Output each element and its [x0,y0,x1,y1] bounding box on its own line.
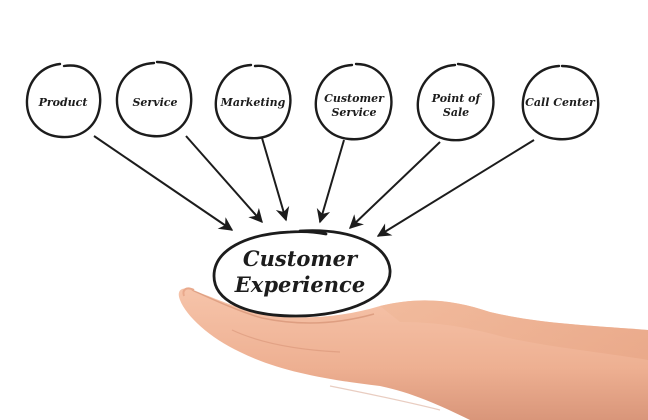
circle-label: Point of [431,92,483,105]
circle-label: Marketing [220,96,286,109]
center-ellipse: Customer Experience [212,229,392,318]
circle-label: Sale [443,106,469,119]
arrow-point-of-sale [348,141,441,229]
arrow-product [93,135,234,231]
arrow-customer-service [316,139,345,224]
center-label: Experience [234,272,365,297]
circle-customer-service: Customer Service [314,62,393,141]
arrow-service [185,135,263,224]
center-label: Customer [243,246,359,271]
circle-label: Customer [324,92,385,105]
circle-call-center: Call Center [521,64,600,141]
circle-label: Service [331,106,376,119]
circle-label: Call Center [525,96,596,109]
arrows [93,135,535,237]
circle-label: Product [38,96,88,109]
circle-point-of-sale: Point of Sale [416,62,495,142]
circle-marketing: Marketing [214,63,292,140]
open-hand-image [178,287,648,420]
arrow-marketing [261,137,290,222]
circle-product: Product [25,62,102,139]
arrow-call-center [376,139,535,237]
circle-label: Service [132,96,177,109]
circle-service: Service [115,60,193,138]
